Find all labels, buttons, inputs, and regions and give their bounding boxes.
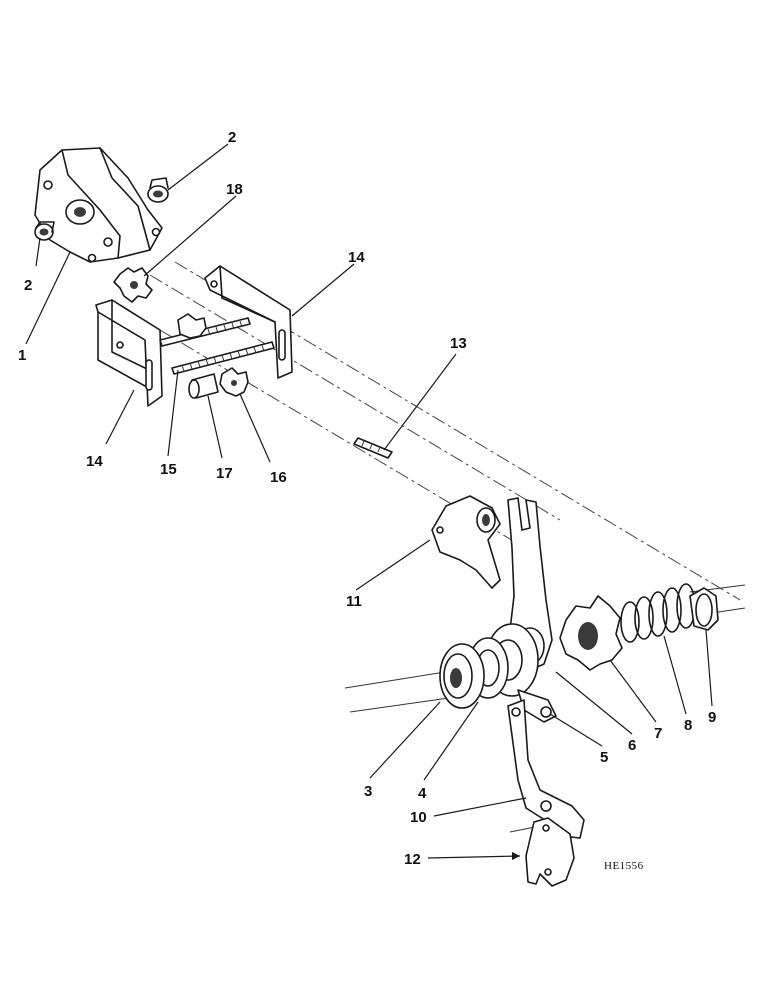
callout-4: 4 bbox=[418, 785, 427, 802]
callout-labels: 2 18 2 1 14 13 14 15 17 16 11 3 4 5 6 7 … bbox=[18, 129, 716, 868]
bushing-lower-part bbox=[34, 221, 55, 241]
callout-8: 8 bbox=[684, 717, 692, 734]
callout-5: 5 bbox=[600, 749, 608, 766]
callout-3: 3 bbox=[364, 783, 372, 800]
coil-spring-part bbox=[620, 583, 696, 643]
callout-11: 11 bbox=[346, 593, 362, 610]
figure-id: HE1556 bbox=[604, 860, 644, 872]
threaded-rod-part bbox=[159, 313, 275, 375]
callout-1: 1 bbox=[18, 347, 26, 364]
callout-16: 16 bbox=[270, 469, 287, 486]
callout-17: 17 bbox=[216, 465, 233, 482]
clutch-gear-part bbox=[559, 595, 623, 671]
star-knob-part bbox=[113, 267, 153, 303]
mounting-bracket-part bbox=[431, 495, 501, 589]
bearing-housing-part bbox=[34, 147, 163, 263]
pulley-part bbox=[439, 643, 485, 709]
callout-6: 6 bbox=[628, 737, 636, 754]
callout-15: 15 bbox=[160, 461, 177, 478]
bushing-upper-part bbox=[147, 177, 169, 203]
callout-14-lower: 14 bbox=[86, 453, 103, 470]
retaining-collar-part bbox=[689, 587, 719, 631]
lock-knob-part bbox=[219, 367, 249, 397]
adjusting-bracket-right-part bbox=[204, 265, 293, 379]
callout-10: 10 bbox=[410, 809, 427, 826]
callout-12: 12 bbox=[404, 851, 421, 868]
shaft-key-part bbox=[353, 437, 393, 459]
callout-2-lower: 2 bbox=[24, 277, 32, 294]
callout-14-upper: 14 bbox=[348, 249, 365, 266]
leader-lines bbox=[25, 143, 713, 860]
lever-arm-part bbox=[507, 699, 585, 839]
adjusting-bracket-left-part bbox=[95, 299, 163, 407]
clip-bracket-part bbox=[525, 817, 575, 887]
spacer-part bbox=[188, 373, 219, 399]
callout-13: 13 bbox=[450, 335, 467, 352]
callout-9: 9 bbox=[708, 709, 716, 726]
callout-7: 7 bbox=[654, 725, 662, 742]
callout-18: 18 bbox=[226, 181, 243, 198]
callout-2-upper: 2 bbox=[228, 129, 236, 146]
